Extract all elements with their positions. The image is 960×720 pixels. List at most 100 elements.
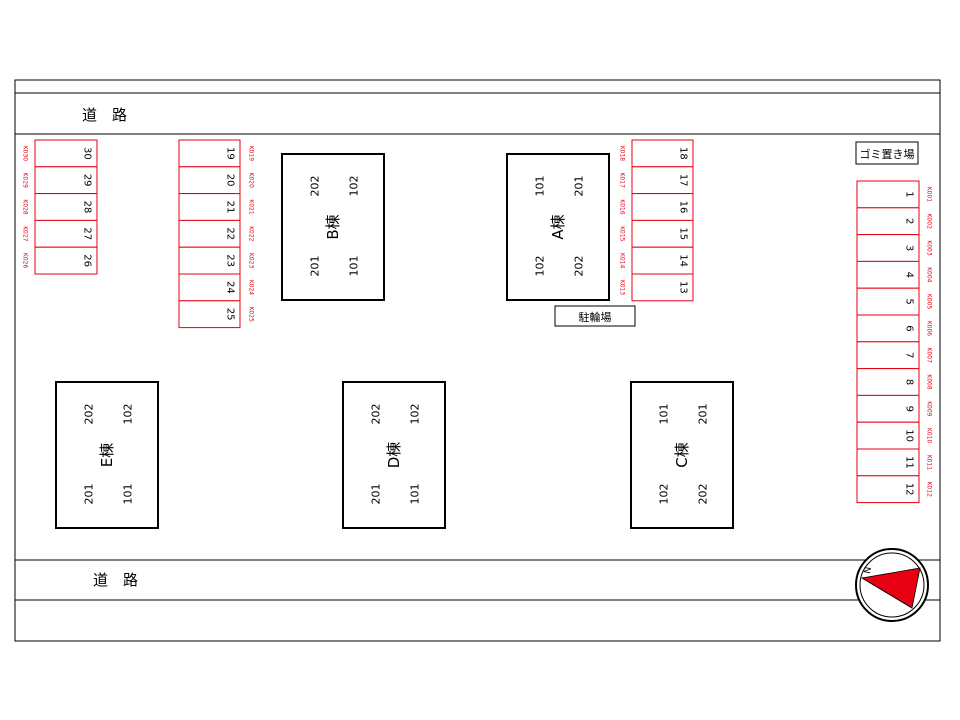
garbage-area: [855, 141, 919, 165]
room-number: 102: [348, 176, 361, 197]
parking-stall: [631, 139, 694, 168]
parking-stall-number: 11: [904, 456, 915, 469]
building-label: E棟: [98, 443, 116, 467]
parking-stall: [34, 219, 98, 248]
parking-stall-number: 9: [904, 406, 915, 412]
parking-stall-number: 13: [678, 281, 689, 294]
parking-stall: [856, 180, 920, 209]
parking-stall-code: K014: [619, 253, 626, 269]
parking-stall-code: K028: [22, 199, 29, 215]
parking-stall-code: K001: [926, 187, 933, 203]
parking-stall-code: K007: [926, 348, 933, 364]
bicycle-label: 駐輪場: [579, 310, 612, 324]
parking-stall-number: 25: [225, 308, 236, 321]
parking-stall-code: K005: [926, 294, 933, 310]
parking-stall: [856, 448, 920, 477]
parking-stall-code: K026: [22, 253, 29, 269]
parking-stall-code: K018: [619, 146, 626, 162]
parking-stall-number: 4: [904, 272, 915, 278]
room-number: 202: [697, 484, 710, 505]
parking-stall-code: K029: [22, 173, 29, 189]
compass: N: [855, 548, 929, 622]
parking-stall: [856, 287, 920, 316]
parking-stall-number: 28: [82, 201, 93, 214]
room-number: 202: [83, 404, 96, 425]
building-outline: [342, 381, 446, 529]
parking-stall-number: 29: [82, 174, 93, 187]
parking-stall: [631, 273, 694, 302]
building-label: D棟: [385, 442, 403, 469]
parking-stall-number: 3: [904, 245, 915, 251]
parking-stall: [631, 246, 694, 275]
parking-stall-code: K019: [248, 146, 255, 162]
compass-ring-inner: [859, 552, 925, 618]
parking-stall-number: 7: [904, 352, 915, 358]
parking-stall-number: 24: [225, 281, 236, 294]
parking-stall-number: 23: [225, 254, 236, 267]
parking-stall: [178, 193, 241, 221]
parking-stall-number: 15: [678, 227, 689, 240]
parking-stall-number: 22: [225, 227, 236, 240]
parking-stall-code: K002: [926, 214, 933, 230]
building-label: A棟: [549, 214, 567, 239]
parking-stall-number: 26: [82, 254, 93, 267]
building-outline: [506, 153, 610, 301]
parking-stall: [178, 166, 241, 195]
site-boundary: [14, 79, 941, 642]
parking-stall-number: 27: [82, 227, 93, 240]
parking-stall-code: K003: [926, 240, 933, 256]
parking-stall-number: 19: [225, 147, 236, 160]
parking-stall-code: K030: [22, 146, 29, 162]
parking-stall-number: 5: [904, 298, 915, 304]
parking-stall: [856, 368, 920, 396]
parking-stall-code: K009: [926, 401, 933, 417]
parking-stall-code: K012: [926, 482, 933, 498]
parking-stall: [34, 246, 98, 275]
room-number: 202: [573, 256, 586, 277]
room-number: 102: [658, 484, 671, 505]
garbage-label: ゴミ置き場: [860, 147, 915, 161]
parking-stall: [631, 193, 694, 221]
compass-north-letter: N: [863, 566, 874, 574]
room-number: 201: [83, 484, 96, 505]
room-number: 102: [409, 404, 422, 425]
parking-stall: [856, 314, 920, 343]
parking-stall-code: K004: [926, 267, 933, 283]
parking-stall-code: K020: [248, 173, 255, 189]
parking-stall-code: K013: [619, 280, 626, 296]
parking-stall-code: K022: [248, 226, 255, 242]
parking-stall-number: 16: [678, 201, 689, 214]
parking-stall-code: K025: [248, 307, 255, 323]
room-number: 201: [370, 484, 383, 505]
parking-stall-number: 17: [678, 174, 689, 187]
parking-stall: [178, 139, 241, 168]
parking-stall: [856, 260, 920, 289]
road-label-bottom: 道 路: [93, 571, 138, 589]
parking-stall-number: 12: [904, 483, 915, 496]
parking-stall-number: 14: [678, 254, 689, 267]
room-number: 102: [122, 404, 135, 425]
parking-stall: [631, 166, 694, 195]
parking-stall: [856, 475, 920, 504]
parking-stall: [34, 166, 98, 195]
parking-stall-number: 1: [904, 191, 915, 197]
parking-stall-code: K008: [926, 374, 933, 390]
parking-stall: [178, 300, 241, 329]
room-number: 202: [370, 404, 383, 425]
building-outline: [630, 381, 734, 529]
parking-stall: [856, 394, 920, 423]
room-number: 101: [348, 256, 361, 277]
parking-stall-number: 18: [678, 147, 689, 160]
parking-stall: [178, 273, 241, 302]
room-number: 101: [534, 176, 547, 197]
building-outline: [281, 153, 385, 301]
room-number: 201: [697, 404, 710, 425]
parking-stall-code: K011: [926, 455, 933, 471]
